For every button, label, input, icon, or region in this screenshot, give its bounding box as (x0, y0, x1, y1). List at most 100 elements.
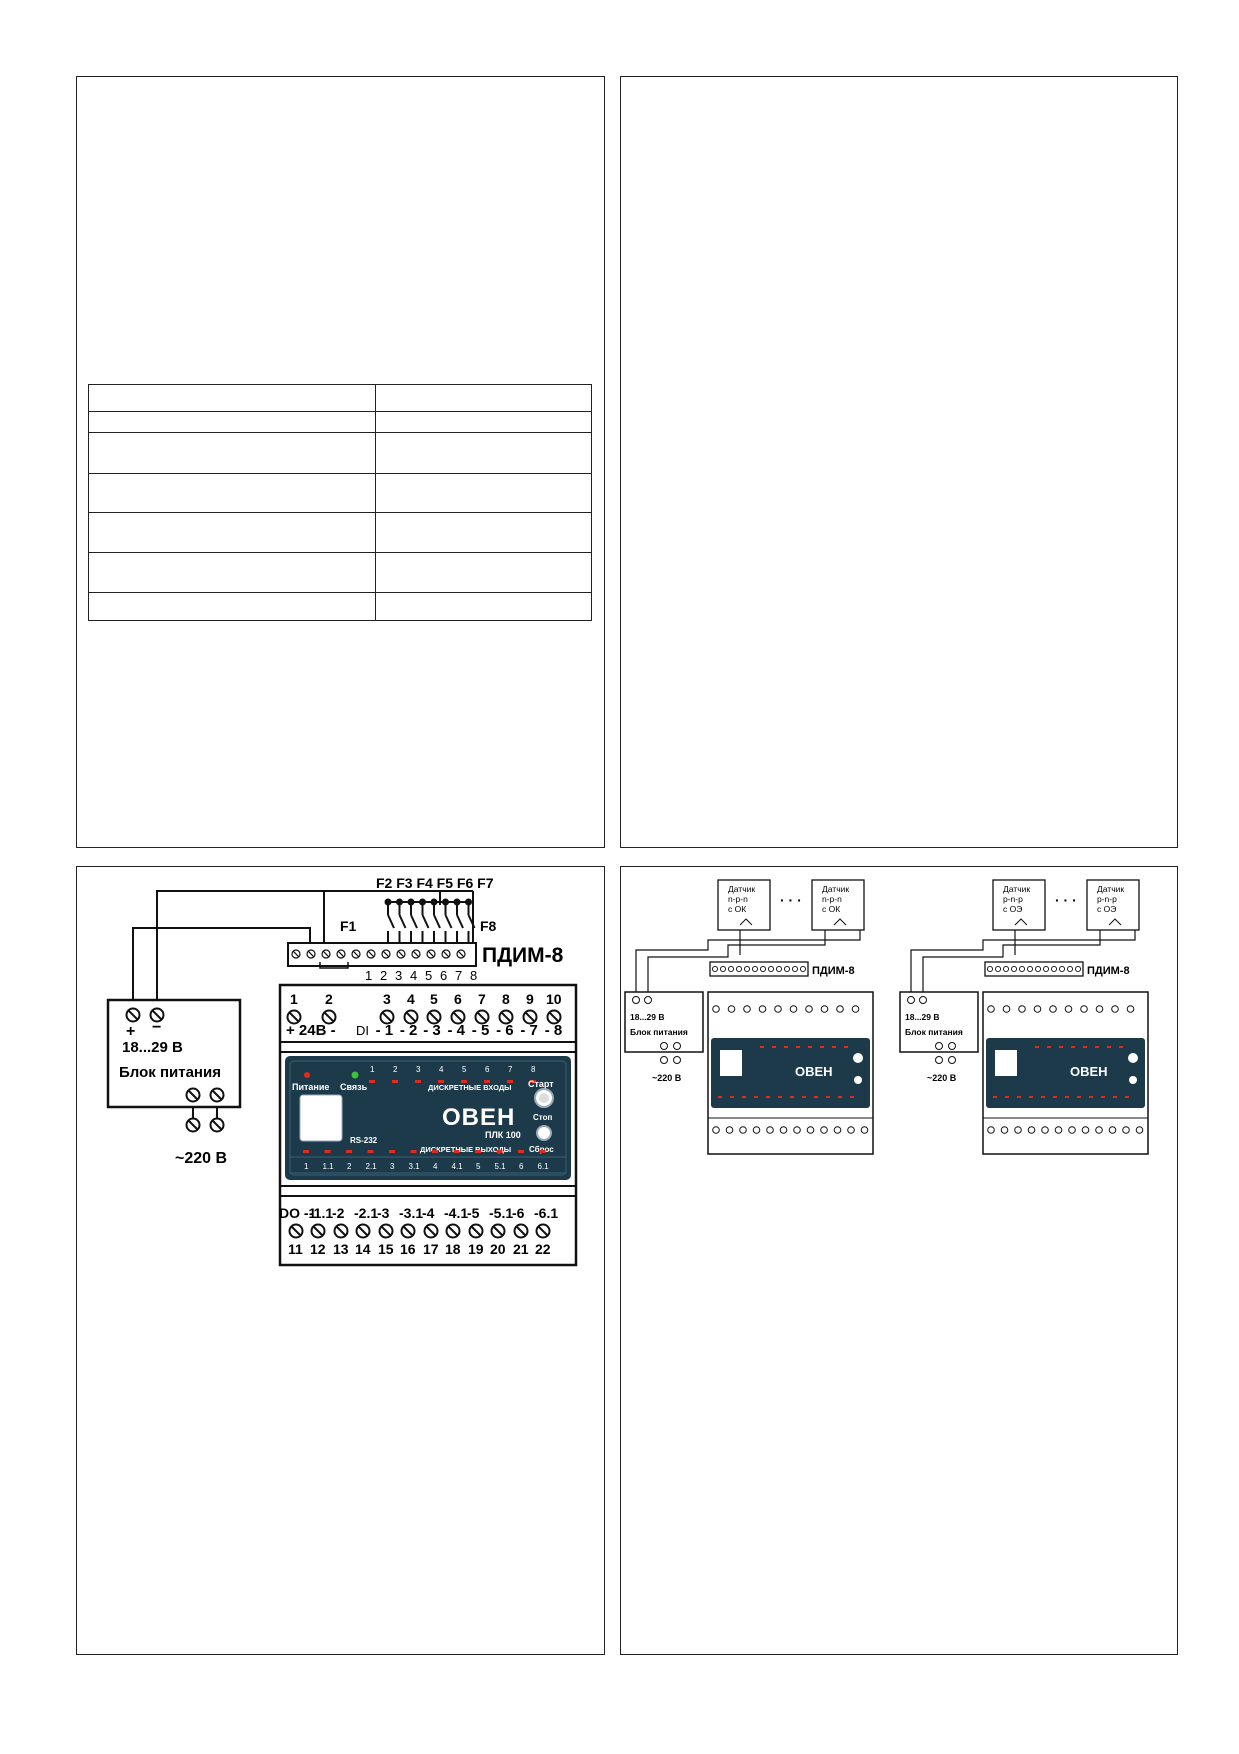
top-terminal-number: 8 (502, 991, 510, 1007)
bottom-terminal-label: -3.1 (399, 1205, 423, 1221)
sensor-text: p-n-p (1097, 894, 1117, 904)
top-terminal-label: - 3 (423, 1022, 441, 1039)
top-terminal-number: 4 (407, 991, 415, 1007)
bottom-terminal-label: -6 (512, 1205, 525, 1221)
reset-button (1129, 1076, 1137, 1084)
plc-face (285, 1056, 571, 1180)
pdim-terminal (727, 965, 735, 973)
do-led (1065, 1096, 1069, 1098)
di-led (820, 1046, 824, 1048)
pdim-bridge (319, 962, 349, 969)
pdim-strip (709, 961, 809, 977)
psu-terminal (660, 1042, 668, 1050)
reset-label: Сброс (529, 1145, 554, 1154)
pdim-number: 2 (380, 968, 387, 983)
sensor-text: n-p-n (728, 894, 748, 904)
di-led (415, 1080, 421, 1083)
top-terminal (712, 1005, 720, 1013)
do-led-number: 1 (304, 1162, 309, 1171)
pdim-number: 1 (365, 968, 372, 983)
do-led-number: 6.1 (538, 1162, 550, 1171)
top-terminal (758, 1005, 767, 1013)
do-led (1053, 1096, 1057, 1098)
wire (910, 930, 1136, 1002)
pdim-terminal (735, 965, 743, 973)
spec-table (88, 384, 592, 621)
do-led (826, 1096, 830, 1098)
bottom-terminal (847, 1126, 855, 1134)
bottom-terminal-number: 11 (288, 1241, 303, 1257)
bottom-terminal-number: 13 (333, 1241, 349, 1257)
bottom-terminal (806, 1126, 815, 1134)
table-cell (88, 432, 376, 474)
reset-button[interactable] (536, 1125, 552, 1141)
wire (635, 930, 861, 1002)
reset-button (854, 1076, 862, 1084)
pdim-number: 3 (395, 968, 402, 983)
do-led (850, 1096, 854, 1098)
top-terminal-number: 10 (546, 991, 562, 1007)
sensor-box (992, 879, 1046, 931)
pdim-strip (984, 961, 1084, 977)
transistor-symbol (1108, 918, 1122, 926)
sensor-text: с ОЭ (1097, 904, 1116, 914)
top-terminal (743, 1005, 751, 1013)
di-led (461, 1080, 467, 1083)
pdim-terminal (775, 965, 783, 973)
do-led (1089, 1096, 1093, 1098)
do-led-number: 5.1 (495, 1162, 507, 1171)
power-label: Питание (292, 1082, 329, 1092)
pdim-terminal (751, 965, 759, 973)
psu-terminal (632, 996, 640, 1004)
panel-top-right (620, 76, 1178, 848)
di-led-number: 3 (416, 1065, 421, 1074)
top-terminal (1018, 1005, 1026, 1013)
table-cell (375, 384, 592, 412)
do-led (1029, 1096, 1033, 1098)
start-button (853, 1053, 863, 1063)
pdim-number: 5 (425, 968, 432, 983)
di-led (1107, 1046, 1111, 1048)
brand-logo: ОВЕН (442, 1104, 515, 1131)
bottom-terminal (793, 1126, 801, 1134)
bottom-terminal (752, 1126, 761, 1134)
bottom-terminal-label: -2.1 (354, 1205, 378, 1221)
power-led (304, 1072, 310, 1078)
di-led-number: 5 (462, 1065, 467, 1074)
sensor-text: с ОЭ (1003, 904, 1022, 914)
bottom-terminal-number: 18 (445, 1241, 461, 1257)
di-led (844, 1046, 848, 1048)
stop-label: Стоп (533, 1113, 552, 1122)
top-terminal-label: - 5 (472, 1022, 490, 1039)
rs232-port (299, 1094, 343, 1142)
bottom-terminal-label: -4.1 (444, 1205, 468, 1221)
sensor-text: Датчик (822, 884, 849, 894)
psu-terminal (948, 1042, 956, 1050)
ellipsis: · · · (1055, 892, 1077, 908)
bottom-terminal (1081, 1126, 1090, 1134)
brand-logo: ОВЕН (795, 1064, 833, 1079)
do-led (754, 1096, 758, 1098)
ellipsis: · · · (780, 892, 802, 908)
do-led (1077, 1096, 1081, 1098)
sensor-text: p-n-p (1003, 894, 1023, 904)
pdim-terminal (994, 965, 1002, 973)
top-terminal-number: 7 (478, 991, 486, 1007)
link-led (351, 1071, 359, 1079)
top-terminal (1095, 1005, 1104, 1013)
mains-label: ~220 В (927, 1073, 957, 1083)
do-led-number: 1.1 (323, 1162, 335, 1171)
top-terminal (1111, 1005, 1119, 1013)
pdim-terminal (767, 965, 775, 973)
di-led (796, 1046, 800, 1048)
pdim-terminal (1058, 965, 1066, 973)
di-led (1071, 1046, 1075, 1048)
bottom-terminal-label: -6.1 (534, 1205, 558, 1221)
di-led (392, 1080, 398, 1083)
do-led (432, 1150, 438, 1153)
pdim-terminal (743, 965, 751, 973)
